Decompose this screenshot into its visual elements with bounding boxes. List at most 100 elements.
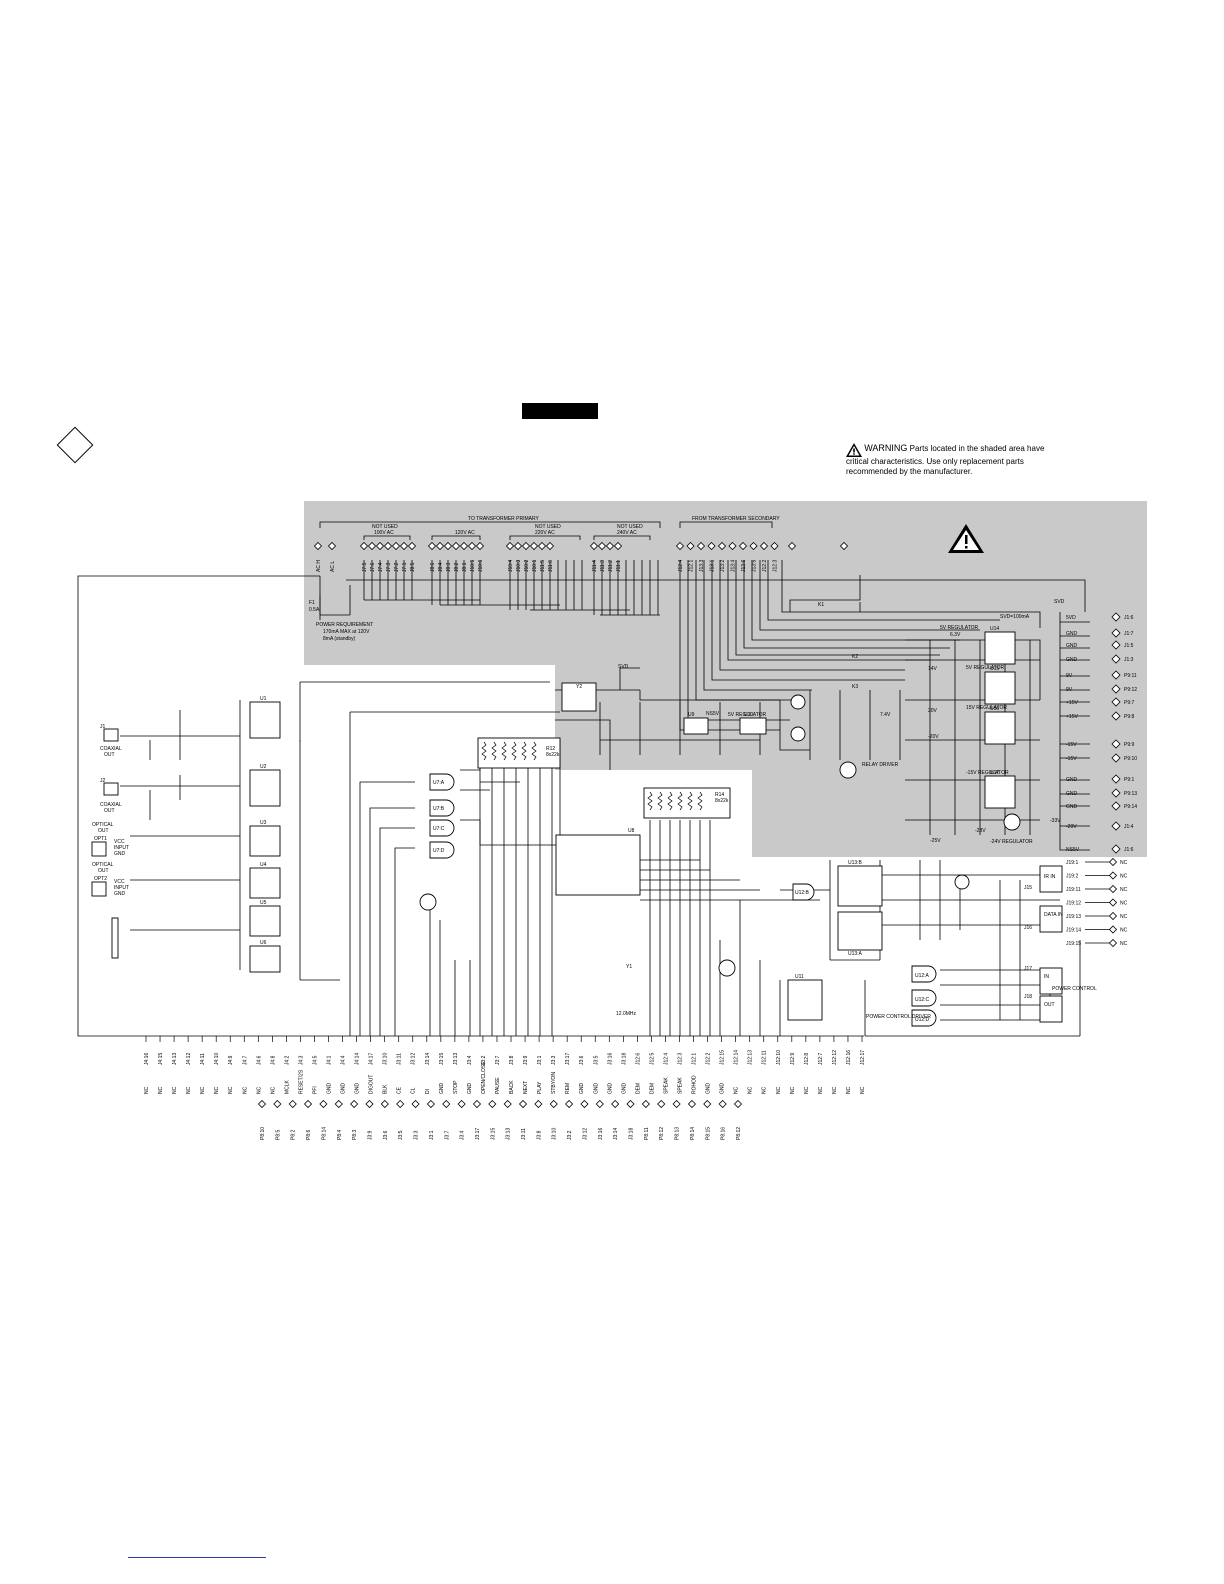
secondary-pin-label: J13:2 — [720, 560, 726, 572]
u2-label: U2 — [260, 764, 267, 770]
bottom-signal-name: DI — [425, 1089, 431, 1094]
opt1-vcc: VCC — [114, 839, 125, 845]
bottom-signal-name: CL — [411, 1087, 417, 1094]
bottom-connector-pin: P8:13 — [675, 1127, 681, 1140]
connector-pin: P9:1 — [1124, 777, 1135, 783]
bottom-connector-pin: J3:12 — [582, 1128, 588, 1140]
rail-label: +15V — [1066, 714, 1078, 720]
primary-pin-marker — [513, 541, 523, 551]
header-black-bar — [522, 403, 598, 419]
bottom-pin-id: J4:13 — [172, 1053, 178, 1065]
secondary-pin-label: J12:1 — [689, 560, 695, 572]
bottom-signal-name: NC — [158, 1086, 164, 1094]
u10-label: U10 — [744, 712, 753, 718]
k1-label: K1 — [818, 602, 824, 608]
opt2-vcc: VCC — [114, 879, 125, 885]
bottom-signal-name: GND — [593, 1083, 599, 1095]
connector-pin: P9:8 — [1124, 714, 1135, 720]
bottom-signal-name: OPEN/CLOSE — [481, 1061, 487, 1094]
rail-label: -20V — [1066, 824, 1077, 830]
bottom-connector-pin: J3:1 — [429, 1130, 435, 1140]
primary-pin-marker — [359, 541, 369, 551]
primary-pin-label: J11:2 — [608, 560, 614, 572]
bottom-pin-id: J12:2 — [706, 1053, 712, 1065]
bottom-connector-diamond — [426, 1099, 435, 1109]
bottom-signal-name: GND — [621, 1083, 627, 1095]
secondary-pin-marker — [696, 541, 706, 551]
bottom-connector-pin: J3:8 — [536, 1130, 542, 1140]
primary-pin-label: J7:1 — [402, 562, 408, 572]
connector-pin: P9:9 — [1124, 742, 1135, 748]
voltage-120v-label: 120V AC — [455, 530, 475, 536]
bottom-connector-diamond — [718, 1099, 727, 1109]
bottom-connector-diamond — [687, 1099, 697, 1109]
bottom-signal-name: NC — [200, 1086, 206, 1094]
nc-pin-label: J19:2 — [1066, 874, 1078, 880]
bottom-signal-name: DEM — [649, 1083, 655, 1094]
bottom-signal-name: NC — [846, 1086, 852, 1094]
opt1-label: OPT1 — [94, 836, 107, 842]
bottom-connector-pin: J3:6 — [383, 1130, 389, 1140]
voltage-240v-label: 240V AC — [617, 530, 637, 536]
rail-minus25v: -25V — [930, 838, 941, 844]
primary-pin-marker — [443, 541, 453, 551]
rail-ns5v: NS5V — [706, 711, 720, 717]
bottom-connector-diamond — [350, 1099, 359, 1109]
bottom-pin-id: J4:4 — [341, 1055, 347, 1065]
bottom-connector-pin: J3:9 — [367, 1130, 373, 1140]
bottom-signal-name: GND — [355, 1083, 361, 1095]
bottom-connector-pin: P8:14 — [321, 1127, 327, 1140]
rail-label: GND — [1066, 777, 1078, 783]
bottom-connector-pin: P8:14 — [690, 1127, 696, 1140]
not-used-label-3: NOT USED — [617, 524, 643, 530]
bottom-pin-id: J12:12 — [832, 1050, 838, 1065]
bottom-connector-diamond — [580, 1099, 589, 1109]
primary-pin-marker — [475, 541, 485, 551]
bottom-pin-id: J4:12 — [186, 1053, 192, 1065]
bottom-pin-id: J3:4 — [467, 1055, 473, 1065]
reg-5v-top: 5V REGULATOR — [940, 625, 979, 631]
rail-minus33v: -33V — [1050, 818, 1061, 824]
rail-label: GND — [1066, 791, 1078, 797]
primary-pin-marker — [391, 541, 401, 551]
j16-label: J16 — [1024, 925, 1032, 931]
bottom-connector-pin: J3:13 — [506, 1128, 512, 1140]
j15-label: J15 — [1024, 885, 1032, 891]
bottom-signal-name: REM — [565, 1083, 571, 1094]
bottom-signal-name: NC — [832, 1086, 838, 1094]
bottom-pin-id: J12:1 — [692, 1053, 698, 1065]
u13b-label: U13:B — [848, 860, 863, 866]
nc-diamond — [1108, 871, 1118, 880]
ic-boxes — [249, 631, 1063, 1023]
warning-triangle-icon — [846, 443, 862, 457]
bottom-connector-diamond — [503, 1099, 512, 1109]
secondary-pin-marker — [738, 541, 748, 551]
connector-pin: P9:11 — [1124, 673, 1137, 679]
bottom-connector-pin: P8:11 — [644, 1127, 650, 1140]
coaxial1-label: COAXIAL — [100, 746, 122, 752]
nc-diamond — [1108, 911, 1118, 921]
bottom-pin-id: J4:9 — [228, 1055, 234, 1065]
bottom-signal-name: NC — [270, 1086, 276, 1094]
rail-label: 5VD — [1066, 615, 1076, 621]
bottom-connector-pin: J3:4 — [460, 1130, 466, 1140]
u3-label: U3 — [260, 820, 267, 826]
connector-diamond — [1111, 697, 1121, 707]
optical2-out: OUT — [98, 868, 109, 874]
u7b-label: U7:B — [433, 806, 445, 812]
connector-diamond — [1111, 711, 1121, 721]
fuse-label: F1 — [309, 600, 315, 606]
not-used-label-1: NOT USED — [372, 524, 398, 530]
bottom-pin-id: J12:3 — [677, 1053, 683, 1065]
bottom-connector-pin: J3:14 — [613, 1128, 619, 1140]
primary-pin-marker — [467, 541, 477, 551]
secondary-pin-marker — [686, 541, 695, 551]
primary-pin-marker — [589, 541, 599, 551]
secondary-pin-marker — [749, 541, 758, 551]
rail-6-3v: 6.3V — [950, 632, 961, 638]
bottom-pin-id: J4:14 — [355, 1053, 361, 1065]
bottom-connector-diamond — [733, 1099, 743, 1109]
u5-label: U5 — [260, 900, 267, 906]
bottom-signal-name: NC — [144, 1086, 150, 1094]
